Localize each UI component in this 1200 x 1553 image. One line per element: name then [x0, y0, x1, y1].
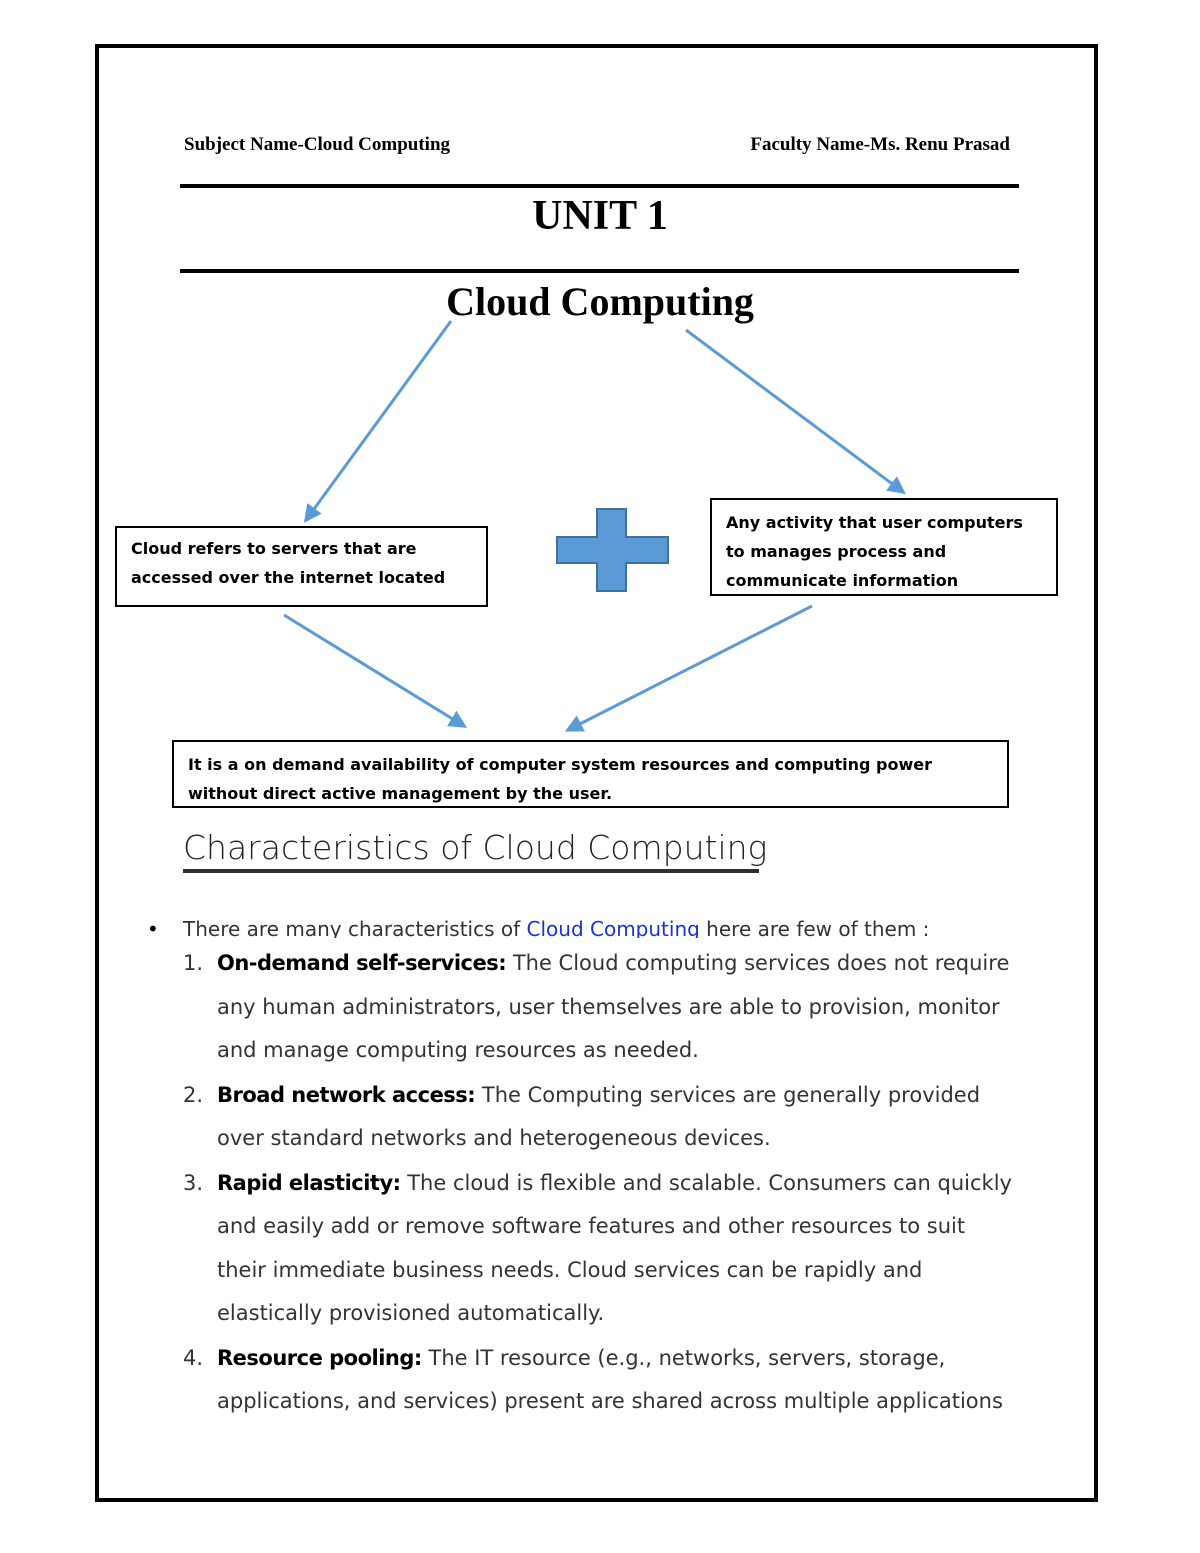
item-text: The IT resource (e.g., networks, servers…: [217, 1345, 1003, 1414]
bottom-rule: [180, 269, 1019, 273]
item-term: On-demand self-services:: [217, 951, 507, 975]
item-text: The cloud is flexible and scalable. Cons…: [217, 1170, 1012, 1326]
item-number: 2.: [183, 1082, 204, 1107]
list-item: 4. Resource pooling: The IT resource (e.…: [183, 1337, 1013, 1424]
item-number: 3.: [183, 1170, 204, 1195]
subject-name: Subject Name-Cloud Computing: [184, 134, 451, 155]
item-term: Broad network access:: [217, 1082, 476, 1107]
page-border: [95, 44, 1098, 1502]
heading-underline: [183, 869, 759, 873]
item-text: The Cloud computing services does not re…: [217, 951, 1010, 1062]
bullet-icon: •: [147, 917, 159, 938]
section-heading: Characteristics of Cloud Computing: [183, 828, 768, 867]
list-item: 2. Broad network access: The Computing s…: [183, 1074, 1013, 1161]
characteristics-list: 1. On-demand self-services: The Cloud co…: [183, 942, 1013, 1425]
item-text: The Computing services are generally pro…: [217, 1082, 981, 1151]
list-item: 3. Rapid elasticity: The cloud is flexib…: [183, 1162, 1013, 1336]
intro-bullet: • There are many characteristics of Cloud…: [147, 912, 1007, 938]
item-number: 4.: [183, 1345, 204, 1370]
main-title: Cloud Computing: [446, 279, 754, 324]
list-item: 1. On-demand self-services: The Cloud co…: [183, 942, 1013, 1073]
cloud-definition-box: Cloud refers to servers that are accesse…: [115, 526, 488, 607]
cloud-computing-definition-box: It is a on demand availability of comput…: [172, 740, 1009, 808]
cloud-computing-link[interactable]: Cloud Computing: [526, 917, 700, 938]
item-term: Resource pooling:: [217, 1345, 422, 1370]
unit-title: UNIT 1: [532, 193, 668, 239]
item-number: 1.: [183, 951, 204, 975]
faculty-name: Faculty Name-Ms. Renu Prasad: [750, 134, 1010, 155]
intro-prefix: There are many characteristics of: [183, 917, 527, 938]
top-rule: [180, 184, 1019, 188]
computing-definition-box: Any activity that user computers to mana…: [710, 498, 1058, 596]
item-term: Rapid elasticity:: [217, 1170, 401, 1195]
intro-suffix: here are few of them :: [699, 917, 930, 938]
